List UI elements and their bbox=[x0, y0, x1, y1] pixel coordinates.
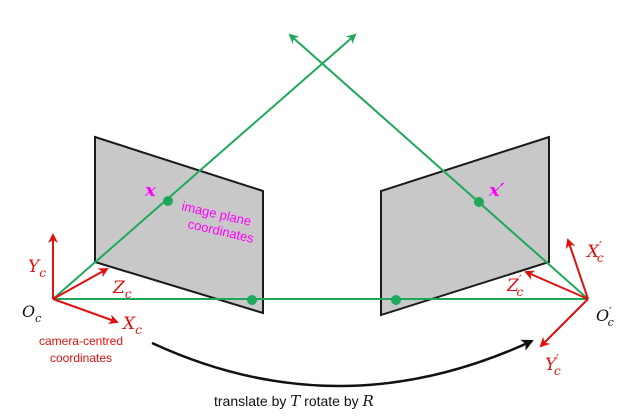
right-x-axis-label: X′c bbox=[585, 239, 604, 265]
right-epipole bbox=[391, 295, 401, 305]
right-y-axis-arrow bbox=[539, 298, 589, 348]
right-z-axis-label: Z′c bbox=[506, 273, 524, 299]
camera-centred-caption-line2: coordinates bbox=[50, 351, 112, 365]
transform-arc-arrow bbox=[151, 339, 534, 388]
left-z-axis-label: Zc bbox=[112, 278, 132, 301]
right-image-plane bbox=[380, 135, 550, 317]
left-x-axis-arrow bbox=[52, 298, 119, 324]
right-point-label: x′ bbox=[488, 180, 505, 201]
right-x-axis-arrow bbox=[565, 238, 589, 300]
right-y-axis-label: Y′c bbox=[545, 352, 561, 378]
left-point-label: x bbox=[144, 180, 156, 201]
right-ray bbox=[288, 33, 589, 300]
left-epipole bbox=[247, 295, 257, 305]
right-image-point bbox=[474, 197, 484, 207]
left-image-plane bbox=[94, 135, 264, 315]
left-image-point bbox=[163, 196, 173, 206]
camera-centred-caption-line1: camera-centred bbox=[39, 334, 123, 348]
left-ray bbox=[52, 33, 357, 300]
left-z-axis-arrow bbox=[52, 268, 109, 300]
left-x-axis-label: Xc bbox=[121, 314, 142, 337]
right-z-axis-arrow bbox=[524, 270, 589, 300]
transform-caption: translate by T rotate by R bbox=[214, 392, 374, 410]
left-y-axis-label: Yc bbox=[28, 257, 46, 280]
left-origin-label: Oc bbox=[22, 302, 41, 325]
right-origin-label: O′c bbox=[596, 305, 614, 329]
